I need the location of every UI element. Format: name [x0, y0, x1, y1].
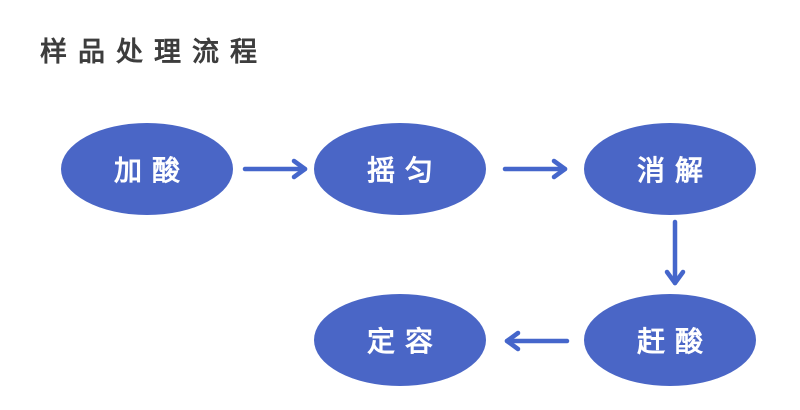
flow-node-label: 消解	[636, 154, 713, 187]
flow-node-label: 加酸	[113, 154, 190, 187]
flow-node-label: 赶酸	[636, 325, 713, 358]
flow-node-digest: 消解	[584, 123, 756, 215]
page-title: 样品处理流程	[40, 37, 268, 68]
flow-node-label: 摇匀	[366, 154, 443, 187]
flow-node-drive-off-acid: 赶酸	[584, 294, 756, 386]
flow-node-add-acid: 加酸	[61, 123, 233, 215]
flow-node-label: 定容	[366, 325, 443, 358]
flow-node-fix-volume: 定容	[314, 294, 486, 386]
flow-node-shake-well: 摇匀	[314, 123, 486, 215]
